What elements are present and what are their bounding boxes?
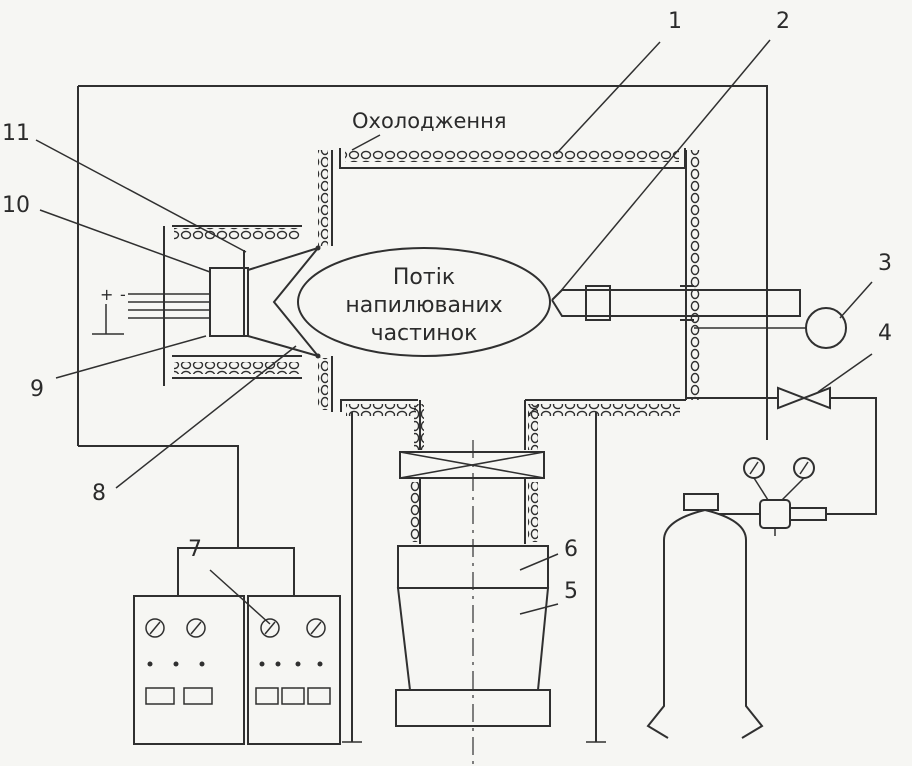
polarity-plus: +: [100, 285, 113, 304]
callout-labels: 1 2 3 4 5 6 7 8 9 10 11: [2, 9, 892, 604]
callout-5: 5: [564, 579, 578, 604]
callout-10: 10: [2, 193, 30, 218]
sputter-gun: + -: [92, 225, 321, 386]
callout-4: 4: [878, 321, 892, 346]
callout-7: 7: [188, 537, 202, 562]
cooling-coil-left-upper: [318, 150, 328, 246]
stream-label-line-1: Потік: [393, 265, 455, 290]
cooling-coil-top: [345, 150, 679, 162]
column-coil-left-lower: [410, 482, 420, 542]
vacuum-gauge: [805, 307, 847, 349]
cooling-coil-bottom-left: [346, 404, 416, 416]
stream-label-line-2: напилюваних: [345, 293, 502, 318]
stream-label-line-3: частинок: [371, 321, 478, 346]
cooled-inner-chamber: Охолодження: [318, 109, 700, 416]
callout-6: 6: [564, 537, 578, 562]
cooling-label: Охолодження: [352, 109, 507, 133]
callout-1: 1: [668, 9, 682, 34]
callout-3: 3: [878, 251, 892, 276]
callout-2: 2: [776, 9, 790, 34]
cooling-coil-bottom-right: [528, 404, 680, 416]
column-coil-left-upper: [414, 404, 424, 450]
callout-8: 8: [92, 481, 106, 506]
particle-stream: Потік напилюваних частинок: [297, 247, 551, 357]
cooling-coil-left-lower: [318, 358, 328, 410]
column-coil-right-upper: [528, 404, 538, 450]
gas-cylinder: [646, 457, 827, 739]
chamber-frame: [77, 85, 768, 548]
polarity-minus: -: [120, 285, 126, 304]
gas-valve: [686, 386, 877, 515]
callout-11: 11: [2, 121, 30, 146]
power-supply-2: [247, 595, 341, 745]
cooling-coil-right: [690, 150, 700, 400]
column-coil-right-lower: [528, 482, 538, 542]
callout-9: 9: [30, 377, 44, 402]
leader-lines: [35, 39, 873, 625]
pump-column: [395, 400, 551, 766]
power-supply-1: [133, 595, 245, 745]
power-supplies: [133, 547, 341, 745]
support-stands: [342, 412, 606, 743]
gun-coil-bottom: [174, 362, 300, 374]
gun-coil-top: [174, 228, 300, 240]
